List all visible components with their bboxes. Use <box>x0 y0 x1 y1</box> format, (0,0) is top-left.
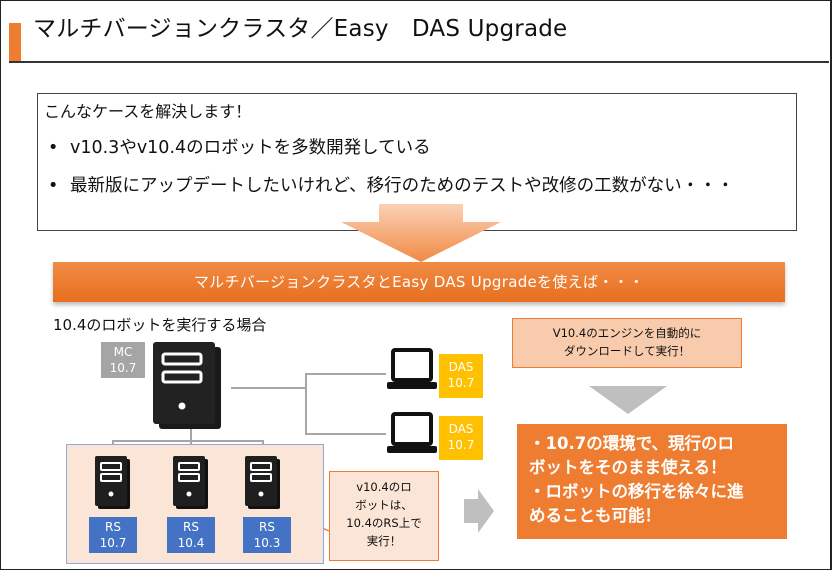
title-accent-bar <box>9 23 21 61</box>
mc-version-tag: MC 10.7 <box>101 342 145 378</box>
rs-version-tag: RS 10.4 <box>167 517 215 553</box>
rs-server-icon <box>173 456 208 509</box>
laptop-icon <box>387 348 437 389</box>
das-version-tag: DAS 10.7 <box>439 416 483 460</box>
down-arrow-icon <box>341 204 501 262</box>
problem-bullet-1: • v10.3やv10.4のロボットを多数開発している <box>48 134 431 159</box>
bullet-text: 最新版にアップデートしたいけれど、移行のためのテストや改修の工数がない・・・ <box>70 176 735 196</box>
mc-server-icon <box>153 342 221 429</box>
problem-lead: こんなケースを解決します！ <box>44 102 252 121</box>
title-divider <box>9 61 829 63</box>
bullet-text: v10.3やv10.4のロボットを多数開発している <box>70 138 431 158</box>
bullet-dot: • <box>48 138 59 158</box>
rs-version-tag: RS 10.7 <box>89 517 137 553</box>
rs-version-tag: RS 10.3 <box>243 517 291 553</box>
gray-right-arrow-icon <box>464 489 494 533</box>
laptop-icon <box>387 412 437 453</box>
slide-title: マルチバージョンクラスタ／Easy DAS Upgrade <box>33 16 568 42</box>
rs-server-icon <box>95 456 130 509</box>
das-version-tag: DAS 10.7 <box>439 354 483 398</box>
problem-bullet-2: • 最新版にアップデートしたいけれど、移行のためのテストや改修の工数がない・・・ <box>48 172 734 197</box>
rs-execution-callout: v10.4のロ ボットは、 10.4のRS上で 実行！ <box>329 471 439 561</box>
result-box: ・10.7の環境で、現行のロ ボットをそのまま使える！ ・ロボットの移行を徐々に… <box>517 424 787 539</box>
solution-banner: マルチバージョンクラスタとEasy DAS Upgradeを使えば・・・ <box>53 262 785 302</box>
bullet-dot: • <box>48 176 59 196</box>
scenario-label: 10.4のロボットを実行する場合 <box>53 316 267 334</box>
gray-down-arrow-icon <box>589 386 667 414</box>
problem-box: こんなケースを解決します！ • v10.3やv10.4のロボットを多数開発している… <box>37 93 797 231</box>
engine-download-callout: V10.4のエンジンを自動的に ダウンロードして実行！ <box>512 318 742 368</box>
rs-server-icon <box>245 456 280 509</box>
